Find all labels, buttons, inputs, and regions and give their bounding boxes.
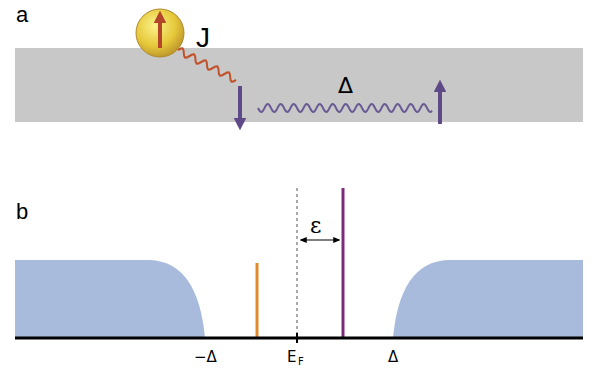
axis-label: −Δ	[194, 350, 217, 365]
axis-label: Δ	[388, 350, 398, 365]
axis-label: E	[287, 350, 296, 365]
gap-label: Δ	[338, 75, 353, 97]
exchange-wave	[178, 48, 236, 81]
panel-letter: b	[16, 201, 28, 223]
spin-up-arrow	[438, 86, 442, 124]
coupling-label: J	[196, 24, 210, 52]
axis-tick	[296, 333, 298, 343]
magnetic-impurity	[136, 9, 184, 57]
quasiparticle-continuum	[15, 260, 205, 338]
shiba-state-line	[256, 263, 259, 338]
shiba-state-line	[342, 188, 345, 338]
axis-subscript: F	[298, 357, 304, 367]
energy-axis	[15, 337, 583, 340]
panel-letter: a	[16, 4, 28, 26]
energy-arrow	[301, 239, 339, 240]
spin-down-arrow	[238, 86, 242, 124]
energy-label: ε	[310, 215, 321, 237]
impurity-spin-arrow	[158, 17, 162, 48]
fermi-level-line	[296, 188, 298, 334]
superconductor-band	[15, 48, 583, 122]
quasiparticle-continuum	[393, 260, 583, 338]
pairing-wave	[258, 104, 432, 112]
